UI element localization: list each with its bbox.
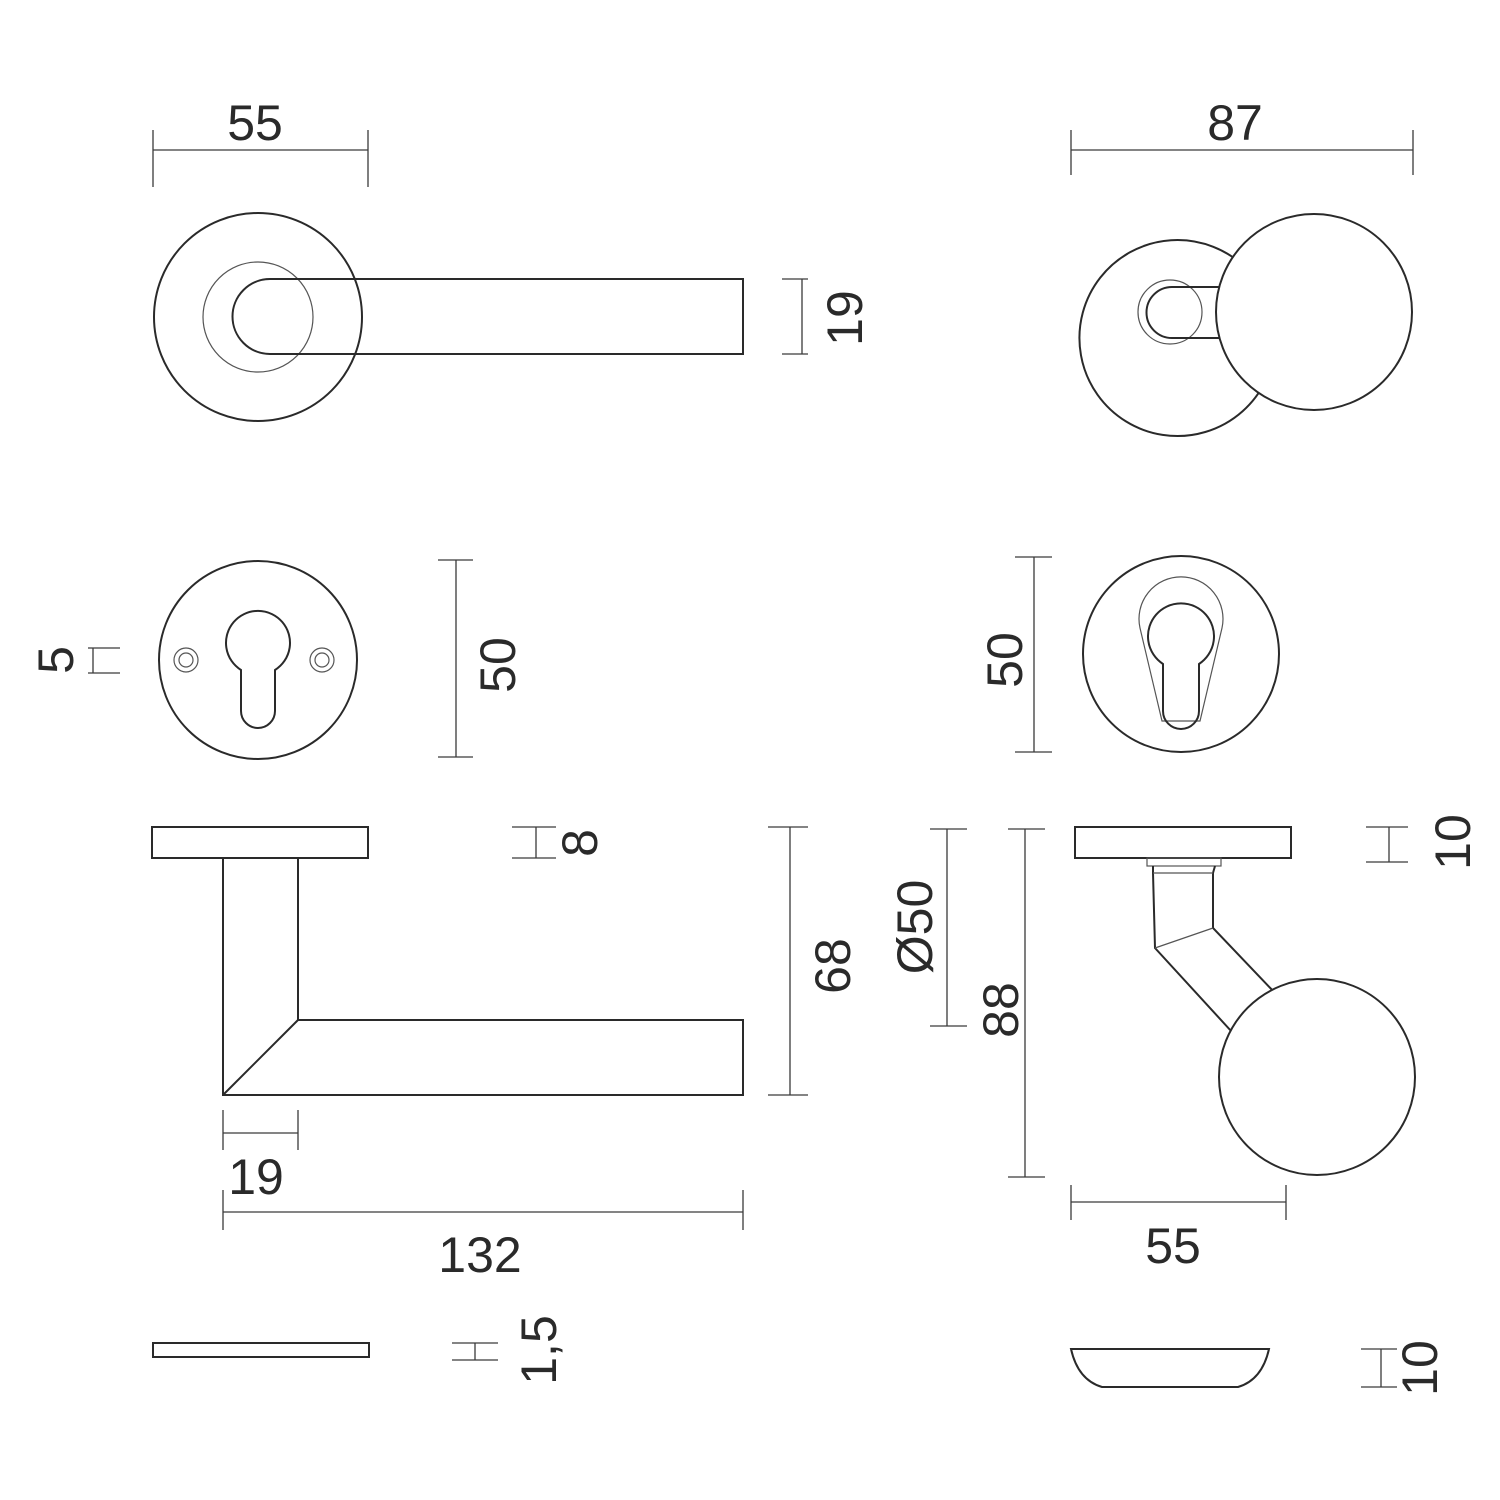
knob-neck-ring bbox=[1137, 279, 1203, 345]
dim-neck-width-19: 19 bbox=[222, 1110, 299, 1205]
lever-front-view bbox=[153, 212, 744, 422]
dim-label-68: 68 bbox=[805, 938, 861, 994]
dim-lever-rose-width: 55 bbox=[152, 95, 369, 187]
dim-label-87: 87 bbox=[1207, 95, 1263, 151]
knob-side-view bbox=[1074, 826, 1416, 1176]
dim-label-1-5: 1,5 bbox=[511, 1315, 567, 1385]
dim-knob-overall-width: 87 bbox=[1070, 95, 1414, 175]
dim-label-19-side: 19 bbox=[228, 1149, 284, 1205]
escutcheon-left-view bbox=[158, 560, 358, 760]
flat-rose-plate bbox=[152, 1342, 370, 1358]
screw-hole-right-outer bbox=[309, 647, 335, 673]
screw-hole-right-inner bbox=[314, 652, 330, 668]
escutcheon-left-circle bbox=[158, 560, 358, 760]
dim-lever-height-68: 68 bbox=[768, 826, 861, 1096]
dim-screw-hole: 5 bbox=[28, 646, 120, 674]
dim-label-8: 8 bbox=[552, 829, 608, 857]
dim-lever-length-132: 132 bbox=[222, 1190, 744, 1283]
dim-label-10-side: 10 bbox=[1425, 814, 1481, 870]
cup-rose-shape bbox=[1069, 1348, 1271, 1388]
lever-bar-outline bbox=[231, 278, 744, 355]
dim-label-50-right: 50 bbox=[977, 632, 1033, 688]
knob-ball bbox=[1215, 213, 1413, 411]
dim-knob-projection-88: 88 bbox=[973, 828, 1045, 1178]
cylinder-keyhole-right bbox=[1147, 602, 1215, 730]
dim-lever-thickness: 19 bbox=[782, 278, 873, 355]
knob-front-view bbox=[1078, 213, 1413, 437]
dim-label-88: 88 bbox=[973, 982, 1029, 1038]
dim-label-diameter-50: Ø50 bbox=[887, 880, 943, 975]
dim-label-10-bottom: 10 bbox=[1392, 1340, 1448, 1396]
knob-rose-arc bbox=[1078, 239, 1267, 437]
knob-neck bbox=[1145, 286, 1223, 339]
lever-side-view bbox=[151, 826, 744, 1096]
lever-miter-line bbox=[222, 1019, 299, 1096]
cylinder-keyhole-left bbox=[225, 609, 291, 729]
dim-label-5: 5 bbox=[28, 646, 84, 674]
dim-knob-diameter-50: Ø50 bbox=[887, 828, 967, 1027]
lever-rose-side bbox=[151, 826, 369, 859]
dim-label-50-left: 50 bbox=[470, 637, 526, 693]
dim-label-55-top: 55 bbox=[227, 95, 283, 151]
dim-escutcheon-right-diameter: 50 bbox=[977, 556, 1052, 753]
dim-label-19-top: 19 bbox=[817, 290, 873, 346]
dim-cup-rose-height: 10 bbox=[1361, 1340, 1448, 1396]
dim-flat-rose-thickness: 1,5 bbox=[452, 1315, 567, 1385]
flat-rose-profile bbox=[152, 1342, 370, 1358]
knob-stem-bend-line bbox=[1154, 927, 1214, 949]
escutcheon-right-circle bbox=[1082, 555, 1280, 753]
lever-rose-inner-ring bbox=[202, 261, 314, 373]
dim-knob-rose-thickness-10: 10 bbox=[1366, 814, 1481, 870]
knob-rose-side bbox=[1074, 826, 1292, 859]
dim-label-55-bottom: 55 bbox=[1145, 1218, 1201, 1274]
knob-ball-side bbox=[1218, 978, 1416, 1176]
screw-hole-left-outer bbox=[173, 647, 199, 673]
dim-label-132: 132 bbox=[438, 1227, 521, 1283]
cup-rose-profile bbox=[1069, 1348, 1271, 1388]
lever-rose-circle bbox=[153, 212, 363, 422]
dim-escutcheon-left-diameter: 50 bbox=[438, 559, 526, 758]
dim-knob-rose-diameter-55: 55 bbox=[1070, 1185, 1287, 1274]
screw-hole-left-inner bbox=[178, 652, 194, 668]
knob-rose-collar bbox=[1146, 857, 1222, 867]
dim-rose-thickness-8: 8 bbox=[512, 826, 608, 859]
cylinder-cover-outline bbox=[1138, 576, 1224, 722]
escutcheon-right-view bbox=[1082, 555, 1280, 753]
lever-side-outline bbox=[222, 858, 744, 1096]
